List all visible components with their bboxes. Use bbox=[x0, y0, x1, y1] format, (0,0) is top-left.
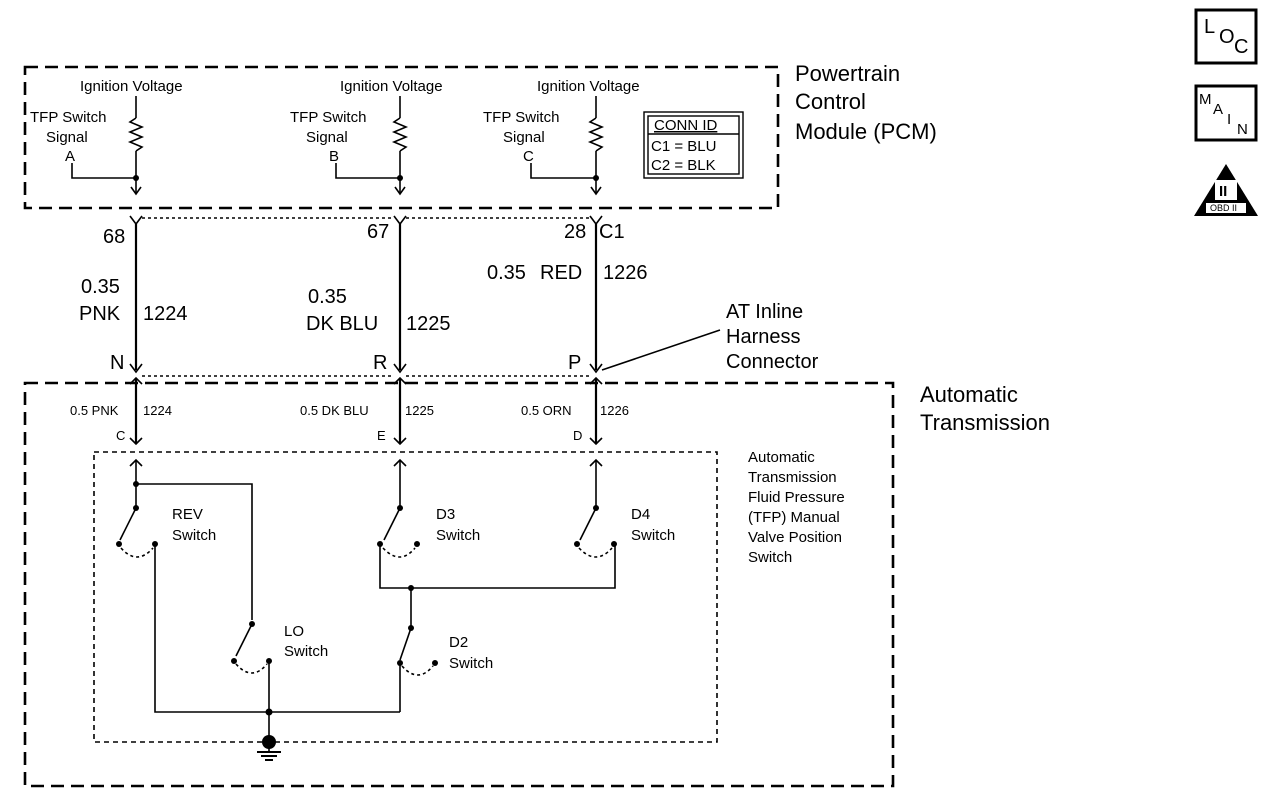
svg-text:OBD II: OBD II bbox=[1210, 203, 1237, 213]
tfp-signal-a-letter: A bbox=[65, 148, 75, 165]
pcm-pin-68: 68 bbox=[103, 226, 125, 248]
trans-wire-1225-circuit: 1225 bbox=[405, 403, 434, 418]
inline-pin-p: P bbox=[568, 352, 581, 374]
trans-wire-1224-label: 0.5 PNK bbox=[70, 403, 119, 418]
conn-id-box: CONN ID C1 = BLU C2 = BLK bbox=[643, 111, 744, 179]
svg-text:C: C bbox=[1234, 36, 1248, 58]
pullup-resistor-c bbox=[530, 96, 605, 196]
svg-text:N: N bbox=[1237, 121, 1248, 138]
transmission-boundary bbox=[23, 381, 895, 788]
location-icon[interactable]: L O C bbox=[1194, 8, 1258, 65]
pullup-resistor-a bbox=[71, 96, 145, 196]
d4-switch-label-1: D4 bbox=[631, 506, 650, 523]
d3-switch-label-1: D3 bbox=[436, 506, 455, 523]
pcm-connector-forks bbox=[129, 215, 603, 226]
tfp-signal-c-line-1: TFP Switch bbox=[483, 109, 559, 126]
d2-switch-label-1: D2 bbox=[449, 634, 468, 651]
obd-ii-icon[interactable]: II OBD II bbox=[1194, 164, 1258, 216]
svg-text:M: M bbox=[1199, 91, 1212, 108]
transmission-title-line-2: Transmission bbox=[920, 410, 1050, 435]
wire-1224-size: 0.35 bbox=[81, 276, 120, 298]
svg-text:I: I bbox=[1227, 111, 1231, 128]
tfp-label-line-1: Automatic bbox=[748, 449, 815, 466]
svg-text:A: A bbox=[1213, 101, 1223, 118]
trans-pin-d: D bbox=[573, 428, 582, 443]
d4-switch bbox=[574, 505, 617, 558]
pcm-pin-67: 67 bbox=[367, 221, 389, 243]
d2-switch-label-2: Switch bbox=[449, 655, 493, 672]
tfp-switch-assembly-boundary bbox=[93, 451, 718, 743]
pcm-title-line-2: Control bbox=[795, 89, 866, 114]
tfp-label-line-5: Valve Position bbox=[748, 529, 842, 546]
wire-1226-circuit: 1226 bbox=[603, 262, 648, 284]
ground-icon bbox=[257, 735, 281, 761]
main-menu-icon[interactable]: M A I N bbox=[1194, 84, 1258, 142]
rev-switch-label-1: REV bbox=[172, 506, 203, 523]
pcm-boundary bbox=[23, 65, 780, 210]
trans-wire-1226-label: 0.5 ORN bbox=[521, 403, 572, 418]
wire-1226-size: 0.35 bbox=[487, 262, 526, 284]
inline-pin-r: R bbox=[373, 352, 387, 374]
d3-switch-label-2: Switch bbox=[436, 527, 480, 544]
trans-pin-c: C bbox=[116, 428, 125, 443]
wire-1226-color: RED bbox=[540, 262, 582, 284]
pcm-connector-id: C1 bbox=[599, 221, 625, 243]
rev-switch bbox=[116, 505, 158, 558]
conn-id-title: CONN ID bbox=[654, 117, 718, 134]
trans-wire-1226-circuit: 1226 bbox=[600, 403, 629, 418]
wire-1225-circuit: 1225 bbox=[406, 313, 451, 335]
ignition-voltage-label-c: Ignition Voltage bbox=[537, 78, 640, 95]
lo-switch bbox=[231, 621, 272, 674]
wire-1225-size: 0.35 bbox=[308, 286, 347, 308]
conn-id-row-1: C1 = BLU bbox=[651, 138, 716, 155]
d4-switch-label-2: Switch bbox=[631, 527, 675, 544]
inline-connector bbox=[129, 363, 603, 385]
tfp-label-line-6: Switch bbox=[748, 549, 792, 566]
pullup-resistor-b bbox=[335, 96, 409, 196]
pcm-title-line-3: Module (PCM) bbox=[795, 119, 937, 144]
inline-label-line-3: Connector bbox=[726, 351, 819, 373]
tfp-signal-c-line-2: Signal bbox=[503, 129, 545, 146]
wire-1224-circuit: 1224 bbox=[143, 303, 188, 325]
svg-text:II: II bbox=[1219, 183, 1227, 200]
pcm-pin-28: 28 bbox=[564, 221, 586, 243]
tfp-internal-wiring bbox=[133, 460, 616, 740]
inline-label-leader bbox=[601, 329, 721, 371]
tfp-signal-c-letter: C bbox=[523, 148, 534, 165]
inline-label-line-2: Harness bbox=[726, 326, 800, 348]
pcm-title-line-1: Powertrain bbox=[795, 61, 900, 86]
rev-switch-label-2: Switch bbox=[172, 527, 216, 544]
wire-1224-color: PNK bbox=[79, 303, 121, 325]
inline-label-line-1: AT Inline bbox=[726, 301, 803, 323]
tfp-label-line-4: (TFP) Manual bbox=[748, 509, 840, 526]
inline-pin-n: N bbox=[110, 352, 124, 374]
trans-pin-e: E bbox=[377, 428, 386, 443]
tfp-signal-a-line-1: TFP Switch bbox=[30, 109, 106, 126]
tfp-signal-a-line-2: Signal bbox=[46, 129, 88, 146]
tfp-signal-b-line-2: Signal bbox=[306, 129, 348, 146]
transmission-title-line-1: Automatic bbox=[920, 382, 1018, 407]
lo-switch-label-1: LO bbox=[284, 623, 304, 640]
ignition-voltage-label-b: Ignition Voltage bbox=[340, 78, 443, 95]
conn-id-row-2: C2 = BLK bbox=[651, 157, 716, 174]
ignition-voltage-label-a: Ignition Voltage bbox=[80, 78, 183, 95]
tfp-signal-b-line-1: TFP Switch bbox=[290, 109, 366, 126]
tfp-label-line-2: Transmission bbox=[748, 469, 837, 486]
d2-switch bbox=[397, 625, 438, 676]
d3-switch bbox=[377, 505, 420, 558]
lo-switch-label-2: Switch bbox=[284, 643, 328, 660]
svg-text:L: L bbox=[1204, 16, 1215, 38]
tfp-signal-b-letter: B bbox=[329, 148, 339, 165]
svg-text:O: O bbox=[1219, 26, 1235, 48]
trans-wire-1225-label: 0.5 DK BLU bbox=[300, 403, 369, 418]
trans-wire-1224-circuit: 1224 bbox=[143, 403, 172, 418]
wire-1225-color: DK BLU bbox=[306, 313, 378, 335]
tfp-label-line-3: Fluid Pressure bbox=[748, 489, 845, 506]
